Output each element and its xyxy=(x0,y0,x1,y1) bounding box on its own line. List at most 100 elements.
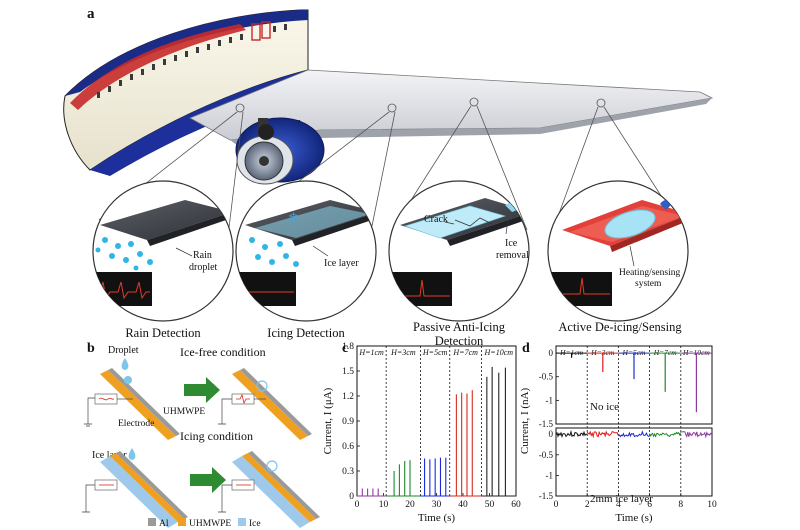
label-ice-free: Ice-free condition xyxy=(180,345,266,359)
caption-passive-detection: Detection xyxy=(435,334,484,348)
legend-swatch-al xyxy=(148,518,156,526)
label-ice-layer: Ice layer xyxy=(92,450,127,461)
chart-d: H=1cm H=3cm H=5cm H=7cm H=10cm 0 2 4 6 8 10 0 0 -0.5 -… xyxy=(519,345,717,524)
chart-c-ytick-label: 0.3 xyxy=(342,467,354,477)
chart-d-ytick-label-top: -0.5 xyxy=(539,372,554,382)
chart-c-section-label: H=7cm xyxy=(452,348,478,357)
label-uhmwpe: UHMWPE xyxy=(163,407,205,417)
chart-c-section-label: H=5cm xyxy=(422,348,448,357)
chart-d-bottom-noise xyxy=(586,430,619,439)
chart-d-xtick-label: 6 xyxy=(647,500,652,510)
chart-d-bottom-noise xyxy=(649,431,682,438)
caption-passive-anti-icing: Passive Anti-Icing xyxy=(413,320,506,334)
chart-c-ytick-label: 0.6 xyxy=(342,442,354,452)
caption-active-de-icing: Active De-icing/Sensing xyxy=(558,320,682,334)
panel-b-label: b xyxy=(87,341,95,356)
chart-c-xtick-label: 40 xyxy=(458,500,468,510)
chart-d-xtick-label: 8 xyxy=(678,500,683,510)
chart-c-ytick-label: 1.5 xyxy=(342,367,354,377)
callout-droplet: droplet xyxy=(189,262,218,273)
panel-d: d H=1cm H=3cm H=5cm H=7cm H=10cm 0 2 4 6 8 10 0 0 -0.… xyxy=(519,341,717,524)
chart-c: H=1cm H=3cm H=5cm H=7cm H=10cm 0 10 20 30 40 50 60 0… xyxy=(322,342,521,524)
chart-d-xtick-label: 10 xyxy=(707,500,717,510)
svg-text:❄: ❄ xyxy=(288,211,299,226)
caption-icing-detection: Icing Detection xyxy=(267,326,345,340)
chart-d-top-frame xyxy=(555,345,713,425)
label-droplet: Droplet xyxy=(108,345,139,356)
callout-rain: Rain xyxy=(193,250,212,261)
chart-d-ytick-label-top: -1.5 xyxy=(539,419,554,429)
plate-ice-free-right xyxy=(218,368,312,440)
caption-rain-detection: Rain Detection xyxy=(125,326,201,340)
chart-c-xlabel: Time (s) xyxy=(418,512,456,524)
callout-heating-sensing: Heating/sensing xyxy=(619,268,680,278)
legend-label-al: Al xyxy=(159,519,169,529)
chart-d-section-label: H=10cm xyxy=(682,348,710,357)
chart-d-section-label: H=3cm xyxy=(590,348,615,357)
chart-d-ytick-label-top: -1 xyxy=(546,395,554,405)
circle-active-de-icing: Heating/sensing system Active De-icing/S… xyxy=(547,180,689,334)
chart-c-xtick-label: 60 xyxy=(511,500,521,510)
chart-d-bottom-frame xyxy=(555,427,713,497)
plate-icing-right xyxy=(218,451,320,528)
panel-a-label: a xyxy=(87,6,95,22)
chart-d-xtick-label: 0 xyxy=(554,500,559,510)
callout-ice-layer: Ice layer xyxy=(324,258,359,269)
chart-d-section-label: H=1cm xyxy=(559,348,584,357)
chart-d-section-label: H=7cm xyxy=(653,348,678,357)
chart-c-section-label: H=1cm xyxy=(358,348,384,357)
label-icing-condition: Icing condition xyxy=(180,429,253,443)
chart-d-xlabel: Time (s) xyxy=(615,512,653,524)
callout-system: system xyxy=(635,279,662,289)
chart-c-ylabel: Current, I (μA) xyxy=(322,387,334,454)
circle-rain-detection: Rain droplet Rain Detection xyxy=(92,180,234,340)
panel-b: b Droplet Ice-free condition UHMWPE Elec… xyxy=(82,341,320,529)
chart-d-ytick-label-bottom: -1.5 xyxy=(539,491,554,501)
label-electrode: Electrode xyxy=(118,419,154,429)
chart-d-ytick-label-bottom: 0 xyxy=(549,429,554,439)
chart-c-xtick-label: 10 xyxy=(379,500,389,510)
chart-c-ytick-label: 1.2 xyxy=(342,392,354,402)
legend-swatch-ice xyxy=(238,518,246,526)
arrow-right-1 xyxy=(184,377,220,403)
chart-c-xtick-label: 20 xyxy=(405,500,415,510)
chart-d-section-label: H=5cm xyxy=(622,348,647,357)
chart-d-bottom-noise xyxy=(555,429,588,439)
circle-passive-anti-icing: Crack Ice removal Passive Anti-Icing Det… xyxy=(388,180,530,348)
panel-b-legend: Al UHMWPE Ice xyxy=(148,518,261,529)
panel-c-label: c xyxy=(342,341,348,356)
chart-c-ytick-label: 0 xyxy=(349,492,354,502)
chart-d-xtick-label: 4 xyxy=(616,500,621,510)
note-no-ice: No ice xyxy=(590,401,619,413)
legend-label-ice: Ice xyxy=(249,519,261,529)
chart-c-ytick-label: 1.8 xyxy=(342,342,354,352)
chart-d-ytick-label-top: 0 xyxy=(549,348,554,358)
chart-d-bottom-noise xyxy=(618,430,650,438)
note-2mm-ice: 2mm ice layer xyxy=(590,493,653,505)
chart-d-bottom-noise xyxy=(680,431,712,439)
chart-c-section-label: H=10cm xyxy=(484,348,514,357)
chart-c-xtick-label: 30 xyxy=(432,500,442,510)
panel-a: a xyxy=(63,6,714,348)
airplane-illustration xyxy=(63,9,714,185)
panel-d-label: d xyxy=(522,341,530,356)
chart-d-xtick-label: 2 xyxy=(585,500,590,510)
callout-ice: Ice xyxy=(505,238,518,249)
callout-crack: Crack xyxy=(424,214,448,225)
legend-label-uhmwpe: UHMWPE xyxy=(189,519,231,529)
chart-c-xtick-label: 0 xyxy=(355,500,360,510)
plate-ice-free-left xyxy=(84,368,180,440)
chart-d-ylabel: Current, I (nA) xyxy=(519,388,531,455)
circle-icing-detection: ❄ Ice layer Icing Detection xyxy=(235,180,377,340)
plate-icing-left xyxy=(82,451,188,528)
chart-c-ytick-label: 0.9 xyxy=(342,417,354,427)
chart-c-section-label: H=3cm xyxy=(390,348,416,357)
panel-c: c H=1cm H=3cm H=5cm H=7cm H=10cm 0 10 20 30 40 50 6… xyxy=(322,341,521,524)
chart-d-ytick-label-bottom: -1 xyxy=(546,470,554,480)
legend-swatch-uhmwpe xyxy=(178,518,186,526)
arrow-right-2 xyxy=(190,467,226,493)
chart-d-ytick-label-bottom: -0.5 xyxy=(539,450,554,460)
callout-removal: removal xyxy=(496,250,529,261)
chart-c-xtick-label: 50 xyxy=(485,500,495,510)
